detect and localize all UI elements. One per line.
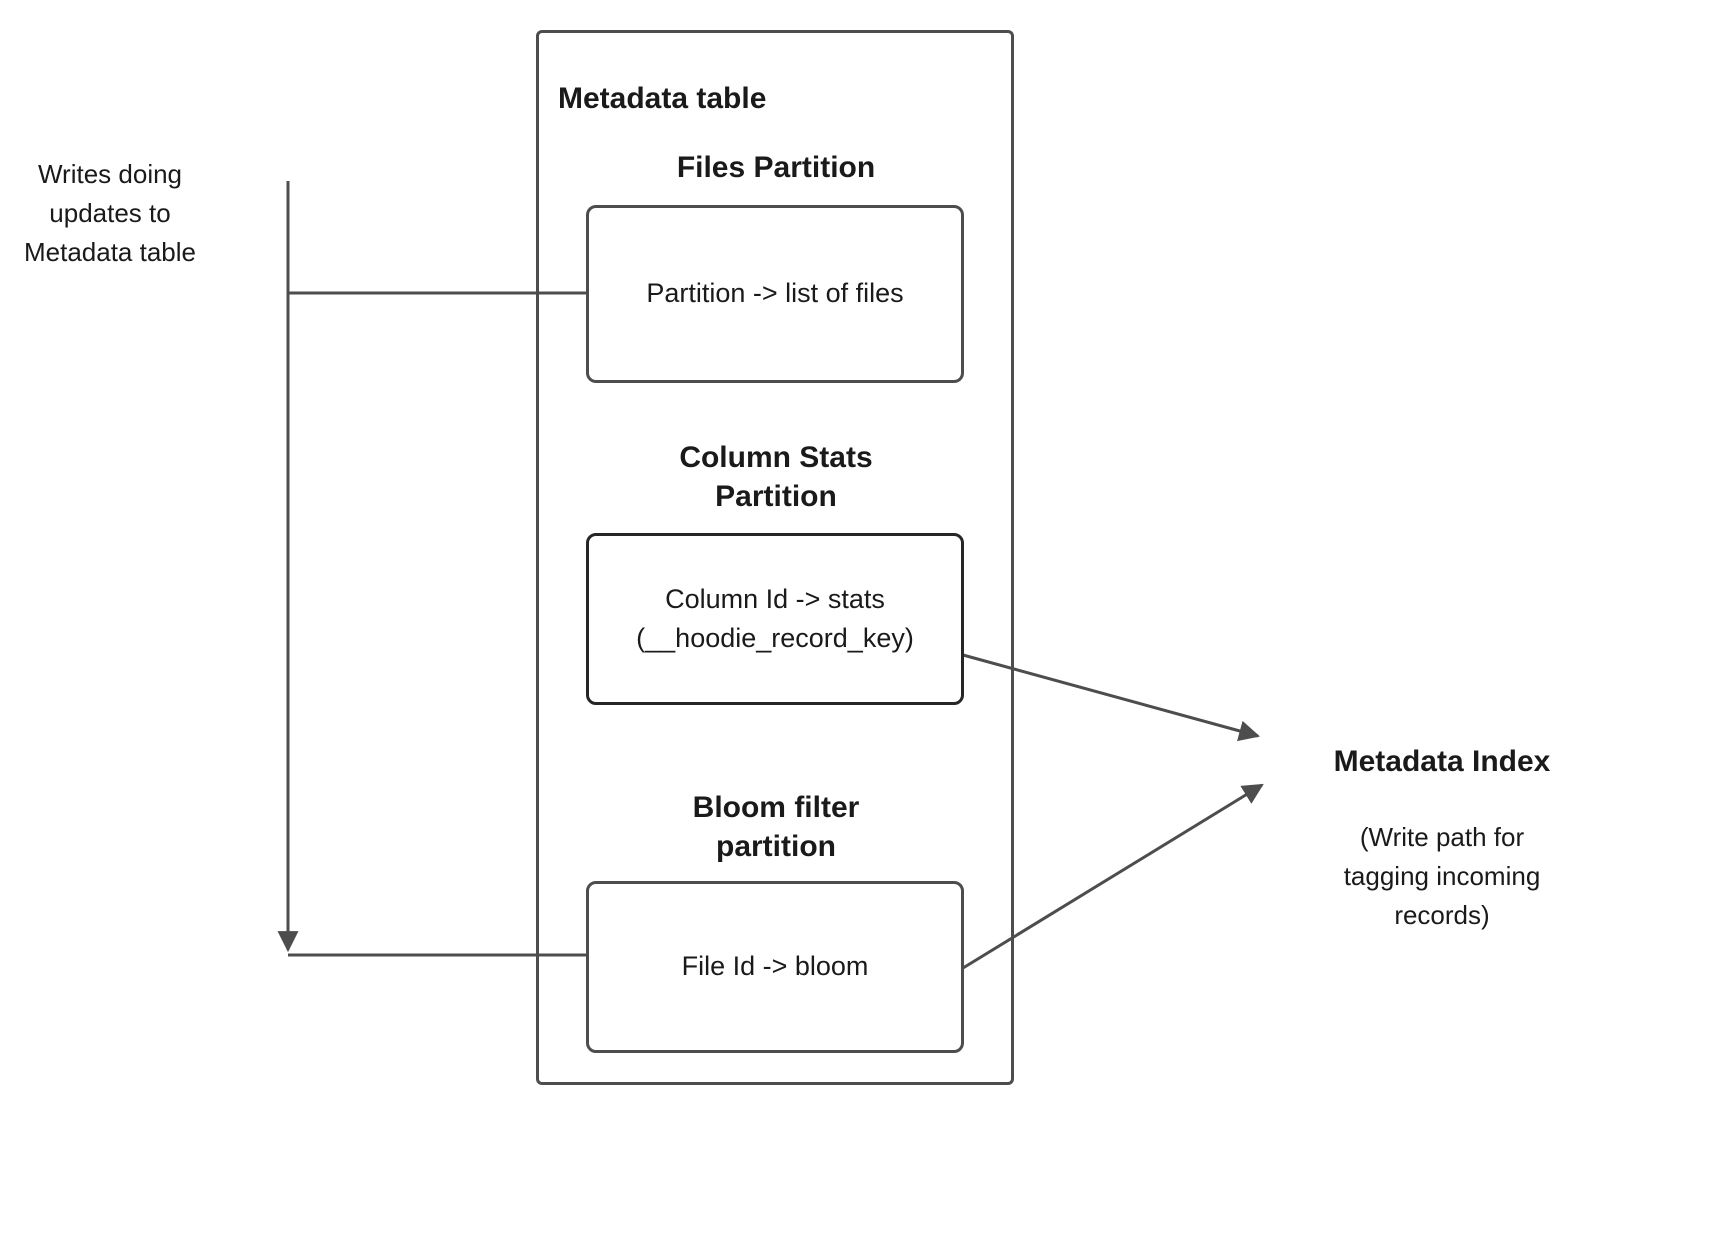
column-stats-partition-box[interactable]: Column Id -> stats (__hoodie_record_key) (586, 533, 964, 705)
bloom-filter-partition-box[interactable]: File Id -> bloom (586, 881, 964, 1053)
metadata-table-title: Metadata table (558, 82, 767, 115)
bloom-filter-partition-box-text: File Id -> bloom (681, 951, 869, 982)
metadata-table-container (536, 30, 1014, 1085)
metadata-index-note: (Write path for tagging incoming records… (1343, 822, 1541, 930)
files-partition-box-text: Partition -> list of files (646, 278, 904, 309)
files-partition-title: Files Partition (676, 151, 876, 184)
bloom-filter-partition-title: Bloom filter partition (692, 791, 860, 863)
column-stats-partition-title: Column Stats Partition (679, 441, 873, 513)
metadata-index-title: Metadata Index (1333, 745, 1551, 778)
column-stats-partition-box-text: Column Id -> stats (__hoodie_record_key) (636, 583, 914, 653)
writes-note-label: Writes doing updates to Metadata table (23, 159, 196, 267)
files-partition-box[interactable]: Partition -> list of files (586, 205, 964, 383)
